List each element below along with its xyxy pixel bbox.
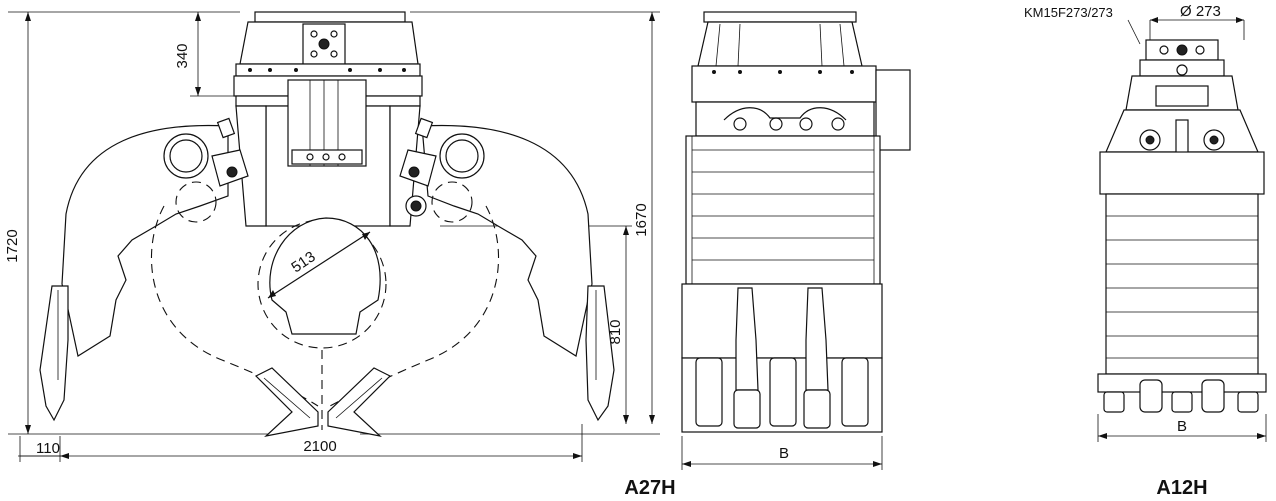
front-view: 1720 340 1670 810 2100 110	[4, 11, 660, 462]
dim-body-height: 1670	[633, 203, 650, 236]
dim-tine-offset: 110	[36, 440, 60, 457]
center-plate	[269, 217, 381, 335]
rotator-diameter: Ø 273	[1180, 3, 1221, 20]
dim-top-height: 340	[174, 43, 191, 68]
small-shell-body	[1105, 193, 1259, 375]
left-pivot-bushing	[163, 133, 209, 179]
side-top-plate	[703, 11, 857, 23]
closed-left-tine	[254, 367, 319, 437]
side-shell-body	[685, 135, 881, 285]
left-tine	[39, 285, 69, 422]
left-shell	[61, 124, 229, 357]
right-pivot-bushing	[439, 133, 485, 179]
dim-open-width: 2100	[303, 438, 336, 455]
rotator-code: KM15F273/273	[1024, 5, 1113, 20]
model-label-a12h: A12H	[1156, 477, 1207, 499]
side-valve-box	[875, 69, 911, 151]
dim-overall-height: 1720	[4, 229, 21, 262]
dim-shell-depth: 810	[607, 319, 624, 344]
small-width-label: B	[1177, 418, 1187, 435]
right-shell	[421, 124, 593, 357]
top-plate	[254, 11, 406, 23]
model-label-a27h: A27H	[624, 477, 675, 499]
small-view: KM15F273/273 Ø 273	[1024, 3, 1267, 499]
side-width-label: B	[779, 445, 789, 462]
right-tine	[585, 285, 615, 422]
side-view: B A27H	[624, 11, 911, 499]
